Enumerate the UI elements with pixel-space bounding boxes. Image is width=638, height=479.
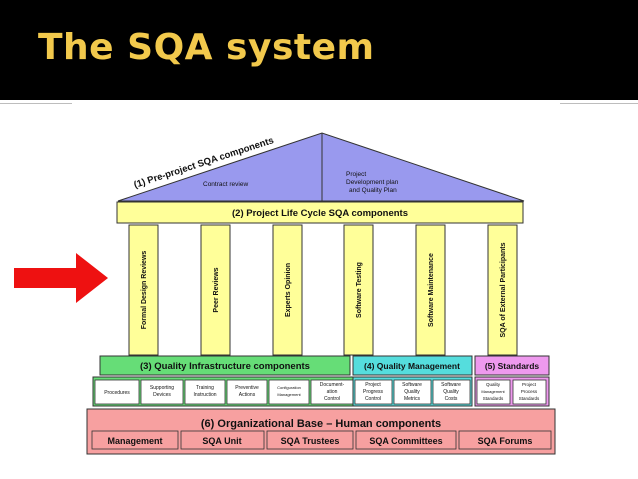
std-text-1b: Management: [481, 389, 505, 394]
pillar-1: [128, 224, 159, 356]
pillar-label-formal-design-reviews: Formal Design Reviews: [141, 251, 148, 330]
infra-item-procedures: [94, 379, 140, 405]
infra-text-instruction: Instruction: [193, 392, 216, 398]
base-items: Management SQA Unit SQA Trustees SQA Com…: [91, 430, 552, 450]
infrastructure-header: [99, 355, 351, 376]
infra-text-devices: Devices: [153, 392, 171, 398]
standards-items: Quality Management Standards Project Pro…: [476, 379, 547, 405]
roof: [117, 132, 525, 202]
infra-item-preventive-actions: [226, 379, 268, 405]
mgmt-text-2b: Quality: [404, 389, 420, 395]
infra-item-documentation: [310, 379, 355, 405]
mgmt-text-3c: Costs: [445, 396, 458, 402]
title-bar: [0, 0, 638, 100]
mgmt-text-3b: Quality: [443, 389, 459, 395]
roof-item-contract-review: Contract review: [203, 181, 248, 188]
infra-text-supporting: Supporting: [150, 385, 174, 391]
management-label: (4) Quality Management: [364, 361, 460, 371]
pillar-label-experts-opinion: Experts Opinion: [285, 263, 292, 317]
std-text-2c: Standards: [519, 396, 540, 401]
mgmt-text-1b: Progress: [363, 389, 384, 395]
infra-text-management: Management: [277, 392, 301, 397]
infra-item-configuration: [268, 379, 310, 405]
slide-title: The SQA system: [38, 27, 375, 68]
infra-text-ation: ation: [327, 389, 338, 395]
pillars: Formal Design Reviews Peer Reviews Exper…: [128, 224, 518, 356]
mgmt-text-2c: Metrics: [404, 396, 421, 402]
std-item-project-process-standards: [512, 379, 547, 405]
pointer-arrow-icon: [14, 253, 108, 303]
infra-item-supporting-devices: [140, 379, 184, 405]
base-item-sqa-trustees: [266, 430, 354, 450]
pillar-label-software-maintenance: Software Maintenance: [428, 253, 435, 327]
mgmt-text-1c: Control: [365, 396, 381, 402]
infrastructure-items: Procedures Supporting Devices Training I…: [94, 379, 355, 405]
pillar-4: [343, 224, 374, 356]
standards-header: [474, 355, 550, 376]
infrastructure-label: (3) Quality Infrastructure components: [140, 361, 310, 372]
pillar-3: [272, 224, 303, 356]
std-text-1c: Standards: [483, 396, 504, 401]
infra-text-procedures: Procedures: [104, 390, 130, 396]
std-text-2b: Process: [521, 389, 538, 394]
standards-label: (5) Standards: [485, 361, 540, 371]
infra-text-actions: Actions: [239, 392, 256, 398]
roof-item-development-plan: Development plan: [346, 179, 399, 186]
std-text-1a: Quality: [486, 382, 501, 387]
infra-text-control: Control: [324, 396, 340, 402]
infra-text-training: Training: [196, 385, 214, 391]
mgmt-text-3a: Software: [441, 382, 461, 388]
std-item-quality-management-standards: [476, 379, 511, 405]
base-text-sqa-trustees: SQA Trustees: [281, 436, 340, 446]
management-header: [352, 355, 473, 376]
base-text-sqa-unit: SQA Unit: [202, 436, 241, 446]
base-text-sqa-committees: SQA Committees: [369, 436, 442, 446]
base-text-management: Management: [107, 436, 162, 446]
infra-text-configuration: Configuration: [277, 385, 301, 390]
beam-label: (2) Project Life Cycle SQA components: [232, 208, 408, 219]
infra-text-document: Document-: [320, 382, 345, 388]
roof-item-project: Project: [346, 171, 366, 178]
mgmt-item-software-quality-metrics: [393, 379, 432, 405]
mgmt-text-1a: Project: [365, 382, 381, 388]
pillar-5: [415, 224, 446, 356]
mgmt-text-2a: Software: [402, 382, 422, 388]
divider-right: [560, 103, 638, 104]
base-item-sqa-forums: [458, 430, 552, 450]
pillar-label-sqa-external-participants: SQA of External Participants: [500, 242, 507, 337]
beam: [116, 201, 524, 224]
mgmt-item-project-progress-control: [354, 379, 393, 405]
pillar-6: [487, 224, 518, 356]
pillar-label-software-testing: Software Testing: [356, 262, 363, 318]
base-item-management: [91, 430, 179, 450]
base-item-sqa-committees: [355, 430, 457, 450]
roof-item-quality-plan: and Quality Plan: [349, 187, 397, 194]
management-items: Project Progress Control Software Qualit…: [354, 379, 471, 405]
infra-text-preventive: Preventive: [235, 385, 259, 391]
base-label: (6) Organizational Base – Human componen…: [201, 418, 441, 430]
mgmt-item-software-quality-costs: [432, 379, 471, 405]
base-text-sqa-forums: SQA Forums: [478, 436, 533, 446]
infra-item-training: [184, 379, 226, 405]
pillar-label-peer-reviews: Peer Reviews: [213, 267, 220, 312]
std-text-2a: Project: [522, 382, 537, 387]
pillar-2: [200, 224, 231, 356]
base-item-sqa-unit: [180, 430, 265, 450]
divider-left: [0, 103, 72, 104]
